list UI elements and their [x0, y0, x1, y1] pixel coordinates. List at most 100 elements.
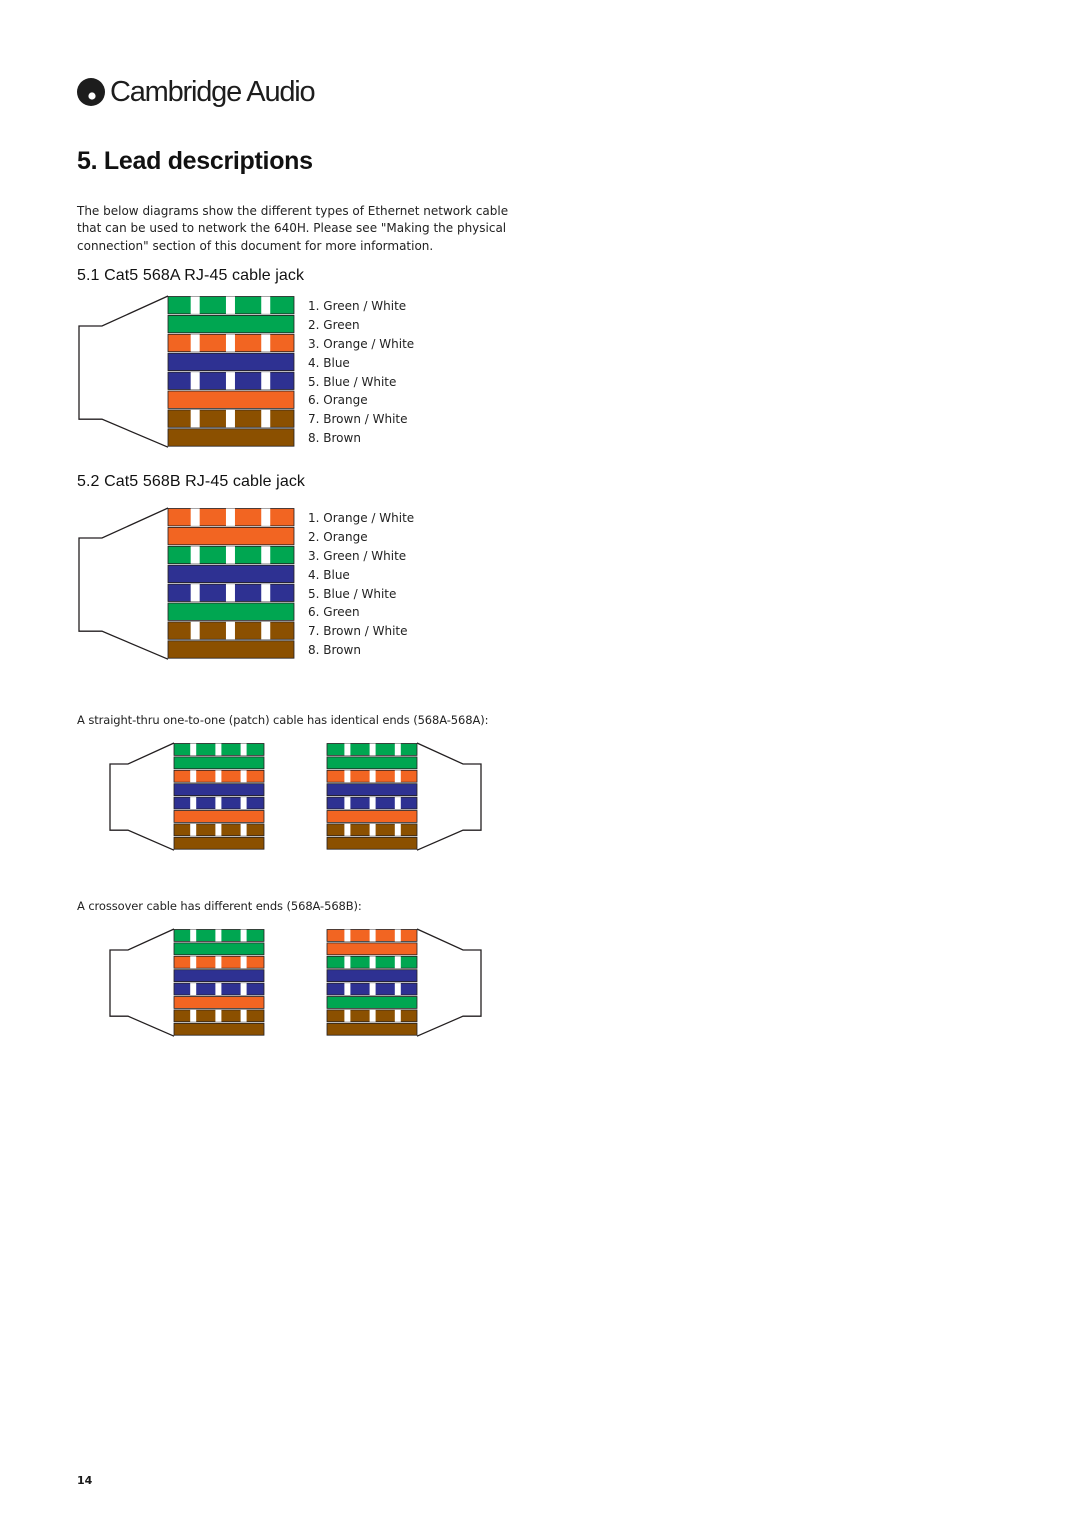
wire-stripe [215, 929, 222, 942]
wire-4 [326, 783, 418, 797]
section-heading-568a: 5.1 Cat5 568A RJ-45 cable jack [77, 267, 305, 284]
crossover-cable-left-end [109, 928, 265, 1037]
wire-stripe [344, 797, 351, 809]
wire-stripe [225, 508, 235, 526]
wire-stripe [190, 409, 200, 428]
wire-stripe [215, 770, 222, 783]
wire-label: 7. Brown / White [308, 412, 408, 427]
wire-4 [167, 564, 295, 584]
wire-stripe [394, 770, 401, 783]
wire-stripe [344, 956, 351, 969]
wire-8 [167, 640, 295, 659]
wire-2 [167, 314, 295, 334]
wire-2 [173, 942, 265, 956]
wire-stripe [394, 797, 401, 809]
wire-stripe [190, 770, 197, 783]
brand-logo: Cambridge Audio [76, 72, 316, 112]
wire-stripe [190, 1009, 197, 1022]
wire-4 [167, 352, 295, 372]
wire-stripe [190, 929, 197, 942]
wire-stripe [225, 546, 235, 564]
wire-stripe [240, 797, 247, 809]
wire-stripe [190, 983, 197, 995]
jack-diagram-568b [78, 507, 295, 660]
wire-stripe [190, 296, 200, 314]
wire-stripe [261, 334, 271, 352]
wire-stripe [240, 823, 247, 836]
crossover-cable-caption: A crossover cable has different ends (56… [77, 899, 362, 913]
wire-label: 2. Green [308, 317, 360, 332]
wire-label: 5. Blue / White [308, 374, 397, 389]
wire-8 [326, 1022, 418, 1036]
page-title: 5. Lead descriptions [77, 147, 313, 175]
wire-6 [326, 996, 418, 1009]
wire-stripe [215, 983, 222, 995]
wire-stripe [190, 584, 200, 602]
wire-8 [173, 1022, 265, 1036]
wire-8 [173, 836, 265, 850]
wire-label: 4. Blue [308, 355, 350, 370]
wire-label: 3. Orange / White [308, 336, 415, 351]
wire-2 [167, 526, 295, 546]
plug-outline [109, 742, 175, 851]
wire-stripe [394, 1009, 401, 1022]
wire-stripe [344, 770, 351, 783]
wire-8 [167, 428, 295, 447]
wire-stripe [240, 743, 247, 756]
wire-stripe [190, 743, 197, 756]
wire-stripe [190, 823, 197, 836]
wire-8 [326, 836, 418, 850]
wire-stripe [225, 621, 235, 640]
wire-stripe [261, 409, 271, 428]
section-heading-568b: 5.2 Cat5 568B RJ-45 cable jack [77, 473, 306, 490]
wire-stripe [261, 508, 271, 526]
wire-stripe [344, 743, 351, 756]
wire-stripe [344, 1009, 351, 1022]
wire-stripe [215, 956, 222, 969]
wire-2 [326, 942, 418, 956]
wire-legend-568a: 1. Green / White 2. Green 3. Orange / Wh… [308, 297, 414, 448]
wire-label: 8. Brown [308, 431, 361, 446]
wire-stripe [261, 372, 271, 390]
wire-stripe [369, 770, 376, 783]
cambridge-audio-logo-icon [77, 78, 105, 106]
wire-stripe [394, 956, 401, 969]
wire-stripe [344, 823, 351, 836]
patch-cable-right-end [326, 742, 482, 851]
plug-outline [109, 928, 175, 1037]
wire-stripe [369, 983, 376, 995]
wire-stripe [394, 929, 401, 942]
wire-stripe [215, 743, 222, 756]
wire-stripe [225, 372, 235, 390]
wire-6 [173, 996, 265, 1009]
wire-label: 4. Blue [308, 567, 350, 582]
wire-stripe [225, 409, 235, 428]
wire-stripe [240, 956, 247, 969]
wire-stripe [190, 372, 200, 390]
wire-4 [173, 783, 265, 797]
wire-stripe [190, 797, 197, 809]
wire-stripe [369, 956, 376, 969]
wire-label: 7. Brown / White [308, 624, 408, 639]
wire-stripe [190, 546, 200, 564]
patch-cable-left-end [109, 742, 265, 851]
wire-stripe [240, 983, 247, 995]
wire-stripe [344, 929, 351, 942]
wire-6 [326, 810, 418, 823]
wire-stripe [261, 621, 271, 640]
plug-outline [78, 295, 169, 448]
plug-outline [416, 742, 482, 851]
brand-name: Cambridge Audio [110, 76, 316, 108]
intro-paragraph: The below diagrams show the different ty… [77, 204, 509, 253]
wire-stripe [190, 956, 197, 969]
wire-6 [173, 810, 265, 823]
wire-4 [173, 969, 265, 983]
wire-stripe [240, 770, 247, 783]
wire-stripe [394, 743, 401, 756]
wire-stripe [240, 929, 247, 942]
wire-label: 3. Green / White [308, 548, 407, 563]
wire-stripe [394, 983, 401, 995]
wire-stripe [261, 296, 271, 314]
plug-outline [78, 507, 169, 660]
wire-stripe [190, 621, 200, 640]
